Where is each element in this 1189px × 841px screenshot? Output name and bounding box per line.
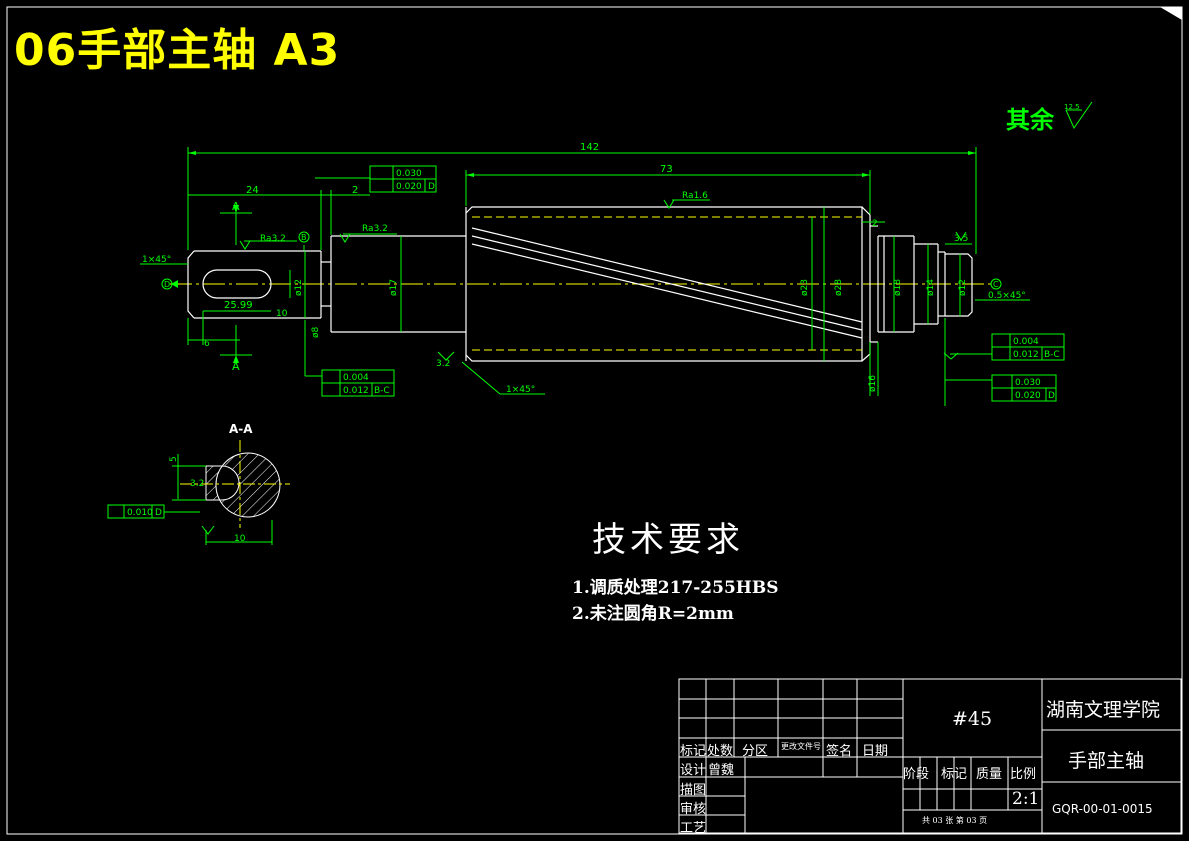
fcf-right2-b: 0.020	[1015, 391, 1041, 401]
sheet-border	[6, 6, 1183, 835]
roughness-other-value: 12.5	[1064, 103, 1080, 111]
shaft-outline	[187, 206, 973, 362]
stage-label: 阶段	[903, 767, 930, 782]
ra-32-b: Ra3.2	[362, 224, 388, 234]
scale-value: 2:1	[1012, 789, 1040, 809]
dia-16: ø16	[868, 375, 878, 392]
dia-12: ø12	[294, 279, 304, 296]
dim-6: 6	[204, 339, 210, 349]
mark-label: 标记	[941, 767, 968, 782]
fcf-top-b: 0.020	[396, 182, 422, 192]
dia-14: ø14	[926, 279, 936, 296]
dim-73: 73	[660, 164, 673, 175]
dim-overall: 142	[580, 142, 599, 153]
dim-slot: 25.99	[224, 300, 253, 311]
fcf-left-ref: B-C	[374, 386, 390, 396]
fcf-texts: 0.030 0.020 D 0.004 0.012 B-C 0.004 0.01…	[127, 169, 1060, 518]
fcf-left-a: 0.004	[343, 373, 369, 383]
material: #45	[952, 708, 993, 730]
dia-8: ø8	[311, 326, 321, 338]
row-design: 设计	[680, 763, 707, 778]
sheet-title: 06手部主轴 A3	[14, 25, 341, 76]
fcf-right-b: 0.012	[1013, 350, 1039, 360]
header-count: 处数	[707, 744, 734, 759]
sheet-count: 共 03 张 第 03 页	[922, 816, 988, 825]
fcf-section-ref: D	[155, 508, 162, 518]
fcf-right-ref: B-C	[1044, 350, 1060, 360]
dia-18: ø18	[893, 279, 903, 296]
section-depth: 5	[169, 456, 179, 462]
dim-24: 24	[246, 185, 259, 196]
datum-c: C	[993, 280, 999, 289]
dim-10: 10	[276, 309, 288, 319]
section-32: 3.2	[190, 479, 204, 489]
roughness-other-label: 其余	[1006, 105, 1054, 134]
weight-label: 质量	[976, 767, 1003, 782]
designer-name: 曾魏	[708, 763, 735, 778]
part-name: 手部主轴	[1068, 750, 1145, 772]
chamfer-bottom: 1×45°	[506, 385, 535, 395]
tech-requirement-1: 1.调质处理217-255HBS	[572, 578, 779, 598]
tech-requirements-title: 技术要求	[592, 520, 744, 560]
dim-3-5: 3.5	[954, 234, 968, 244]
header-mark: 标记	[680, 744, 707, 759]
row-draw: 描图	[680, 783, 707, 798]
datum-d: D	[164, 280, 170, 289]
chamfer-left: 1×45°	[142, 255, 171, 265]
ra-16: Ra1.6	[682, 191, 708, 201]
header-change-doc: 更改文件号	[781, 742, 821, 751]
ra-32-a: Ra3.2	[260, 234, 286, 244]
fcf-right-a: 0.004	[1013, 337, 1039, 347]
fcf-right2-ref: D	[1048, 391, 1055, 401]
scale-label: 比例	[1010, 767, 1037, 782]
dimension-lines	[140, 147, 1030, 406]
fcf-top-a: 0.030	[396, 169, 422, 179]
school-name: 湖南文理学院	[1046, 699, 1161, 721]
header-sign: 签名	[826, 744, 853, 759]
hidden-lines	[472, 216, 862, 351]
fcf-right2-a: 0.030	[1015, 378, 1041, 388]
drawing-number: GQR-00-01-0015	[1052, 802, 1153, 816]
dim-2: 2	[352, 185, 358, 196]
datum-b: B	[301, 233, 307, 242]
section-mark-top: A	[232, 200, 240, 213]
header-date: 日期	[862, 744, 889, 759]
dia-28: ø28	[834, 279, 844, 296]
row-check: 审核	[680, 802, 707, 817]
section-title: A-A	[229, 422, 253, 436]
fcf-boxes	[107, 101, 1093, 519]
dim-2-right: 2	[872, 219, 878, 229]
section-dims: 5 3.2 10	[169, 456, 246, 544]
row-process: 工艺	[680, 821, 707, 836]
dia-12-right: ø12	[958, 279, 968, 296]
fcf-top-ref: D	[428, 182, 435, 192]
dia-17: ø17	[389, 279, 399, 296]
chamfer-right: 0.5×45°	[988, 291, 1026, 301]
section-texts: A-A	[229, 422, 253, 436]
fcf-section-a: 0.010	[127, 508, 153, 518]
corner-mark	[1160, 7, 1182, 20]
fcf-left-b: 0.012	[343, 386, 369, 396]
section-mark-bottom: A	[232, 360, 240, 373]
dim-3-2: 3.2	[436, 359, 450, 369]
section-aa	[172, 440, 290, 545]
dimension-texts: 142 24 2 73 1×45° 25.99 10 6 1×45° 0.5×4…	[142, 142, 1026, 395]
header-zone: 分区	[742, 744, 769, 759]
diameter-texts: ø8 ø12 ø17 ø23 ø28 ø18 ø14 ø12 ø16	[294, 279, 968, 392]
dia-23: ø23	[800, 279, 810, 296]
title-block-grid	[678, 678, 1182, 834]
section-width: 10	[234, 534, 246, 544]
tech-requirement-2: 2.未注圆角R=2mm	[572, 604, 734, 624]
arrowheads	[171, 151, 976, 363]
